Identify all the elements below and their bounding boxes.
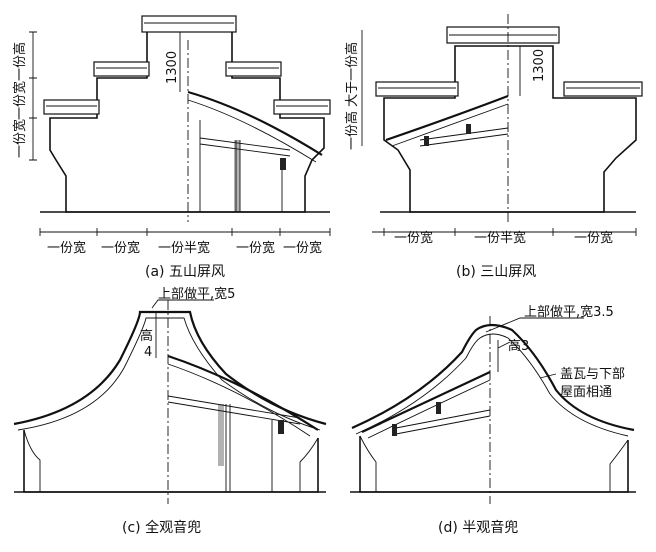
panel-d-gable-inner [355,333,629,437]
panel-b-cap-left [375,81,459,97]
panel-a-cap-right-low [273,99,331,115]
panel-d-wall-curves [359,435,629,492]
panel-a-column [234,140,240,212]
panel-a-structure [199,120,291,212]
panel-d-height-note: 高3 [508,338,529,354]
panel-b-dim-3: 一份宽 [574,230,613,246]
panel-b: 1300 一份高 大于一份高 一份宽 一份半宽 一份宽 (b) 三山屏风 [344,14,643,280]
panel-a-dim-3: 一份半宽 [158,240,210,256]
panel-d-top-leader [485,317,584,333]
panel-b-structure [391,103,509,147]
panel-d-tile-leader [539,373,557,379]
panel-d-tile-note-2: 屋面相通 [560,385,612,400]
panel-a-left-dim-top: 一份宽一份高 [12,42,28,120]
panel-d-top-note: 上部做平,宽3.5 [524,304,614,320]
panel-a-cap-left-mid [93,61,150,77]
panel-a-dim-2: 一份宽 [101,240,140,256]
panel-b-roof [385,94,509,142]
panel-a-dim-5: 一份宽 [283,240,322,256]
panel-a-1300-label: 1300 [165,51,180,84]
panel-b-bracket-1 [424,136,429,146]
panel-d-structure [367,379,491,439]
panel-a-wall [49,29,325,213]
panel-c-column [218,404,224,466]
panel-c-gable-inner [17,317,321,431]
panel-c-structure [167,363,311,492]
panel-c: 上部做平,宽5 高 4 (c) 全观音兜 [13,286,327,536]
panel-d-caption: (d) 半观音兜 [438,519,518,536]
panel-c-wall [23,430,319,493]
panel-d-roof [361,371,491,433]
panel-a-bottom-dim-ticks [39,228,331,236]
panel-b-1300-label: 1300 [532,49,547,82]
panel-a-caption: (a) 五山屏风 [145,264,225,280]
panel-b-tile-pattern [378,34,640,89]
panel-a: 1300 一份宽一份高 一份宽 一份宽 一份宽 一份半宽 一份宽 一份宽 (a)… [12,15,331,280]
panel-c-caption: (c) 全观音兜 [122,519,201,536]
panel-c-bracket [278,420,284,434]
panel-a-roof-under [187,99,317,163]
panel-c-height-value: 4 [144,345,152,360]
panel-c-top-note: 上部做平,宽5 [158,286,235,302]
panel-b-dim-1: 一份宽 [394,230,433,246]
panel-a-left-dim-low: 一份宽 [12,119,28,158]
panel-a-roof [187,90,323,156]
panel-a-cap-left-low [43,99,100,115]
panel-c-top-leader [151,299,214,309]
panel-d-bracket-1 [392,424,397,436]
panel-b-caption: (b) 三山屏风 [456,264,536,280]
panel-d-bracket-2 [436,402,441,414]
panel-d-wall [359,436,629,493]
panel-a-bracket [280,158,286,170]
panel-d: 上部做平,宽3.5 高3 盖瓦与下部 屋面相通 (d) 半观音兜 [350,304,636,536]
panel-d-tile-note-1: 盖瓦与下部 [560,367,625,382]
panel-a-cap-top [141,15,237,33]
panel-b-bracket-2 [466,124,471,134]
panel-b-cap-right [563,81,643,97]
panel-c-height-note: 高 [140,328,153,344]
panel-c-wall-curves [23,429,319,492]
panel-b-left-dim-label: 一份高 大于一份高 [344,42,360,150]
panel-a-left-dim-ticks [29,31,37,161]
panel-a-tile-pattern [46,22,328,107]
panel-a-dim-4: 一份宽 [236,240,275,256]
panel-b-dim-2: 一份半宽 [474,230,526,246]
panel-a-cap-right-mid [225,61,282,77]
panel-c-roof [167,354,319,431]
panel-b-bottom-dim-ticks [383,228,637,236]
panel-d-height-leader [497,340,511,372]
panel-b-wall [383,45,637,213]
panel-a-dim-1: 一份宽 [47,240,86,256]
